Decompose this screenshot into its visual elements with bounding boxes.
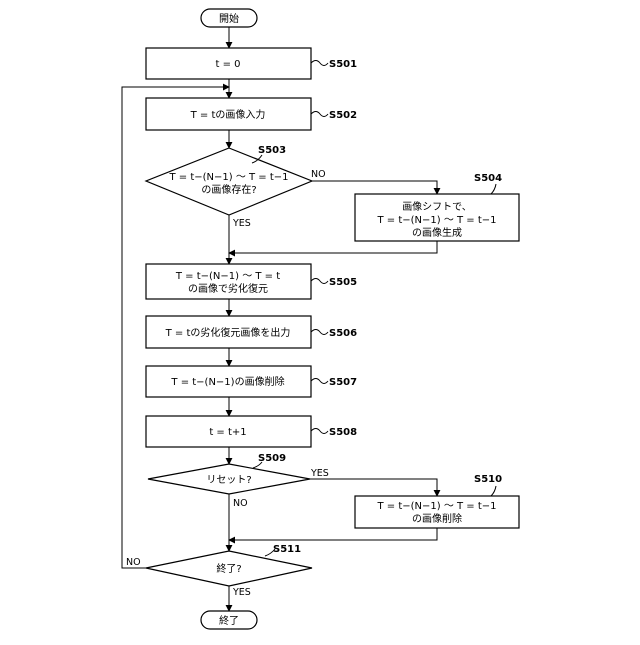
callout-s507-tilde [311,379,328,384]
step-label-s504: S504 [474,173,502,184]
arrow-s510-merge [229,528,437,540]
step-label-s507: S507 [329,377,357,388]
box-s505-line2: の画像で劣化復元 [188,282,268,295]
box-s507-text: T = t−(N−1)の画像削除 [170,375,284,388]
box-s508-text: t = t+1 [209,427,246,438]
box-s510-line1: T = t−(N−1) 〜 T = t−1 [376,501,496,512]
step-label-s510: S510 [474,474,502,485]
step-label-s506: S506 [329,328,357,339]
step-label-s503: S503 [258,145,286,156]
decision-s503-line1: T = t−(N−1) 〜 T = t−1 [168,172,288,183]
decision-s503-line2: の画像存在? [201,183,256,196]
box-s504-line1: 画像シフトで、 [402,201,472,213]
box-s501-text: t = 0 [215,59,240,70]
box-s504-line2: T = t−(N−1) 〜 T = t−1 [376,215,496,226]
callout-s504-tilde [491,184,496,194]
callout-s506-tilde [311,330,328,335]
box-s504: 画像シフトで、 T = t−(N−1) 〜 T = t−1 の画像生成 [355,194,519,241]
branch-s503-no: NO [311,169,326,180]
start-terminal: 開始 [201,9,257,27]
box-s508: t = t+1 [146,416,311,447]
decision-s511-text: 終了? [216,562,241,575]
box-s507: T = t−(N−1)の画像削除 [146,366,311,397]
step-label-s501: S501 [329,59,357,70]
box-s506-text: T = tの劣化復元画像を出力 [165,326,291,339]
box-s504-line3: の画像生成 [412,226,462,239]
step-label-s509: S509 [258,453,286,464]
step-label-s505: S505 [329,277,357,288]
callout-s505-tilde [311,279,328,284]
branch-s509-yes: YES [310,468,329,479]
decision-s503: T = t−(N−1) 〜 T = t−1 の画像存在? [146,148,312,215]
arrow-s504-merge [229,241,437,253]
step-label-s508: S508 [329,427,357,438]
start-label: 開始 [219,12,239,25]
callout-s502-tilde [311,112,328,117]
step-label-s502: S502 [329,110,357,121]
box-s501: t = 0 [146,48,311,79]
box-s506: T = tの劣化復元画像を出力 [146,316,311,348]
box-s510-line2: の画像削除 [412,512,462,525]
callout-s501-tilde [311,61,328,66]
step-label-s511: S511 [273,544,301,555]
decision-s509: リセット? [148,464,310,494]
decision-s509-text: リセット? [206,474,251,486]
box-s510: T = t−(N−1) 〜 T = t−1 の画像削除 [355,496,519,528]
box-s502: T = tの画像入力 [146,98,311,130]
branch-s511-no: NO [126,557,141,568]
box-s505: T = t−(N−1) 〜 T = t の画像で劣化復元 [146,264,311,299]
decision-s511: 終了? [146,551,312,586]
callout-s510-tilde [491,486,496,496]
arrow-s503-no [312,181,437,194]
box-s502-text: T = tの画像入力 [190,108,266,121]
branch-s511-yes: YES [232,587,251,598]
callout-s508-tilde [311,429,328,434]
end-label: 終了 [219,614,239,627]
end-terminal: 終了 [201,611,257,629]
branch-s503-yes: YES [232,218,251,229]
arrow-s509-yes [310,479,437,496]
box-s505-line1: T = t−(N−1) 〜 T = t [175,271,280,282]
branch-s509-no: NO [233,498,248,509]
